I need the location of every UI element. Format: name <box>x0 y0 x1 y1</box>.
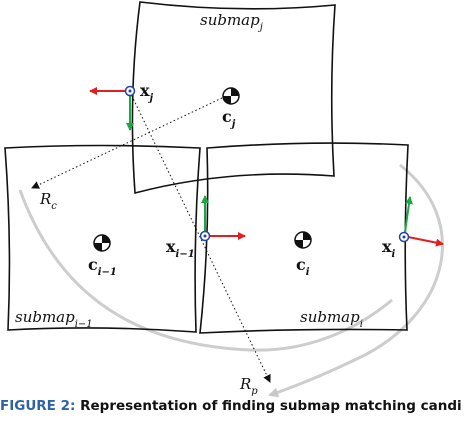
label-radius-rp: Rp <box>239 375 258 397</box>
radius-arc-right <box>268 163 444 398</box>
figure-caption: FIGURE 2: Representation of finding subm… <box>0 398 474 421</box>
label-submap-j: submapj <box>200 11 263 33</box>
caption-text: Representation of finding submap matchin… <box>80 398 462 414</box>
label-submap-i-minus-1: submapi−1 <box>15 308 93 330</box>
y-axis-arrow-i <box>404 196 413 233</box>
x-axis-arrow-i <box>407 236 444 247</box>
label-pose-i-minus-1: xi−1 <box>166 237 195 260</box>
radius-arc-left <box>18 189 393 352</box>
label-centroid-i-minus-1: ci−1 <box>88 255 117 278</box>
centroid-i-minus-1-icon <box>93 234 111 252</box>
submap-i-minus-1-outline <box>4 144 201 333</box>
caption-label: FIGURE 2: <box>0 398 76 414</box>
label-centroid-j: cj <box>222 107 236 130</box>
label-pose-i: xi <box>382 237 396 260</box>
pose-marker-j-icon <box>124 85 136 97</box>
centroid-j-icon <box>222 87 240 105</box>
label-submap-i: submapi <box>300 308 363 330</box>
label-pose-j: xj <box>140 81 154 104</box>
label-radius-rc: Rc <box>39 190 57 212</box>
centroid-i-icon <box>294 231 312 249</box>
pose-marker-i-minus-1-icon <box>199 230 211 242</box>
pose-marker-i-icon <box>398 231 410 243</box>
submap-j-outline <box>131 1 336 195</box>
submap-i-outline <box>199 142 409 334</box>
radius-line-rc <box>31 97 223 189</box>
label-centroid-i: ci <box>296 255 310 278</box>
